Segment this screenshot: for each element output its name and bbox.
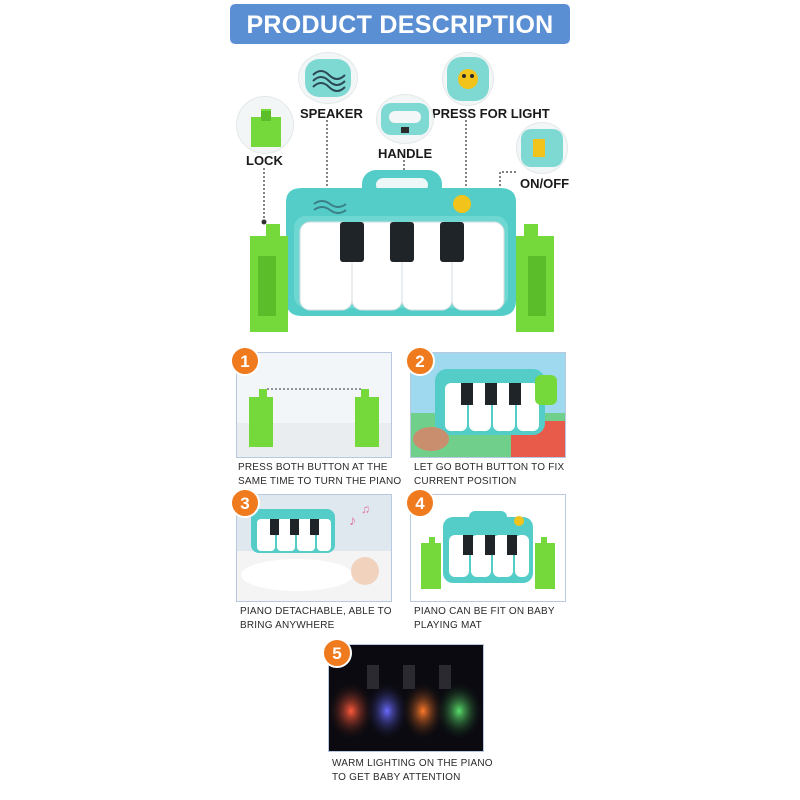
step-1-caption-line1: PRESS BOTH BUTTON AT THE [238, 462, 388, 473]
step-3-caption-line1: PIANO DETACHABLE, ABLE TO [240, 606, 392, 617]
step-3-caption-line2: BRING ANYWHERE [240, 620, 335, 631]
step-1-image [236, 352, 392, 458]
speaker-icon [305, 59, 351, 97]
step-2-caption-line1: LET GO BOTH BUTTON TO FIX [414, 462, 565, 473]
light-button-zoom [442, 52, 494, 106]
lock-label: LOCK [246, 153, 283, 168]
step-4-badge: 4 [405, 488, 435, 518]
step-4-illustration [421, 511, 555, 589]
svg-text:♪: ♪ [349, 512, 356, 528]
svg-text:4: 4 [415, 494, 425, 513]
step-1-caption-line2: SAME TIME TO TURN THE PIANO [238, 476, 402, 487]
lock-zoom [236, 96, 294, 154]
step-2-badge: 2 [405, 346, 435, 376]
step-5-caption-line2: TO GET BABY ATTENTION [332, 772, 461, 783]
banner-title: PRODUCT DESCRIPTION [246, 11, 554, 39]
step-2-caption: LET GO BOTH BUTTON TO FIX CURRENT POSITI… [414, 461, 564, 489]
banner-shape [230, 4, 570, 44]
piano-product-image [250, 170, 554, 332]
step-2-illustration [411, 369, 565, 457]
lock-icon [251, 109, 281, 147]
step-5-image [328, 644, 484, 752]
handle-label: HANDLE [378, 146, 433, 161]
svg-text:1: 1 [240, 352, 249, 371]
step-1-badge: 1 [230, 346, 260, 376]
step-4-image [410, 494, 566, 602]
speaker-zoom [298, 52, 358, 104]
step-2-caption-line2: CURRENT POSITION [414, 476, 517, 487]
handle-zoom [376, 94, 434, 144]
step-2-image [410, 352, 566, 458]
step-1-illustration [237, 388, 391, 457]
step-3-image: ♪ ♫ [236, 494, 392, 602]
switch-icon [521, 129, 563, 167]
product-description-banner: PRODUCT DESCRIPTION [230, 4, 570, 44]
svg-text:3: 3 [240, 494, 249, 513]
step-3-illustration: ♪ ♫ [237, 502, 391, 601]
step-4-caption-line2: PLAYING MAT [414, 620, 482, 631]
svg-text:5: 5 [332, 644, 341, 663]
step-5-caption-line1: WARM LIGHTING ON THE PIANO [332, 758, 493, 769]
svg-text:2: 2 [415, 352, 424, 371]
step-3-badge: 3 [230, 488, 260, 518]
press-for-light-label: PRESS FOR LIGHT [432, 106, 550, 121]
step-4-caption: PIANO CAN BE FIT ON BABY PLAYING MAT [414, 605, 555, 633]
speaker-label: SPEAKER [300, 106, 363, 121]
handle-icon [381, 103, 429, 135]
step-3-caption: PIANO DETACHABLE, ABLE TO BRING ANYWHERE [240, 605, 392, 633]
light-button-icon [447, 57, 489, 101]
step-4-caption-line1: PIANO CAN BE FIT ON BABY [414, 606, 555, 617]
step-5-illustration [329, 665, 483, 741]
step-5-badge: 5 [322, 638, 352, 668]
on-off-label: ON/OFF [520, 176, 570, 191]
on-off-zoom [516, 122, 568, 174]
svg-text:♫: ♫ [361, 502, 370, 516]
step-1-caption: PRESS BOTH BUTTON AT THE SAME TIME TO TU… [238, 461, 401, 489]
step-5-caption: WARM LIGHTING ON THE PIANO TO GET BABY A… [332, 757, 493, 785]
